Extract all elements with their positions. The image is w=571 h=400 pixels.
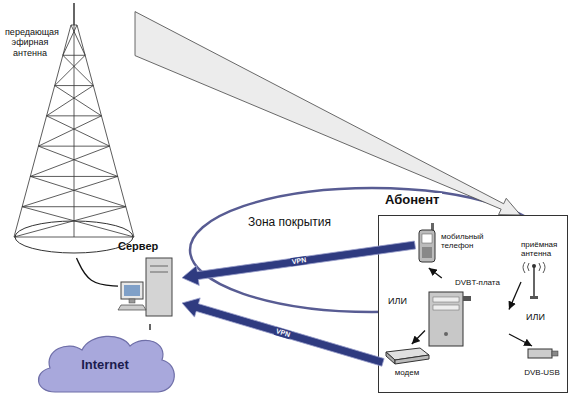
pc-drive	[433, 297, 459, 302]
server-slot	[150, 266, 168, 267]
tower-lattice	[14, 25, 71, 237]
pc-case	[429, 292, 463, 346]
internet-cloud: Internet	[30, 330, 180, 396]
server-case	[146, 258, 172, 316]
tower-lattice	[74, 207, 75, 237]
connector	[509, 334, 532, 346]
tower-lattice	[14, 207, 126, 237]
node-text: Сервер	[118, 240, 158, 253]
dvbt-card	[463, 296, 471, 301]
node-text: Internet	[30, 358, 180, 373]
tower-lattice	[74, 55, 75, 85]
node-text: DVB-USB	[517, 368, 567, 377]
connector	[429, 268, 442, 278]
node-text: передающая эфирная антенна	[5, 27, 55, 58]
phone-keys	[422, 247, 432, 258]
or-label: ИЛИ	[387, 296, 408, 306]
server-slot	[150, 272, 168, 273]
tower-lattice	[30, 176, 126, 206]
modem-front	[395, 355, 429, 364]
tower-lattice	[38, 116, 101, 146]
modem-side	[386, 352, 395, 364]
monitor	[121, 282, 143, 299]
tower-figure	[14, 3, 134, 253]
tower-lattice	[74, 116, 75, 146]
tower-lattice	[55, 55, 85, 85]
keyboard	[118, 305, 146, 310]
monitor-stand	[129, 299, 135, 303]
pc-button	[444, 332, 448, 336]
tower-lattice	[77, 25, 134, 237]
antenna-mast	[533, 266, 535, 297]
tower-lattice	[22, 207, 134, 237]
server-icon	[118, 258, 172, 316]
antenna-tip	[532, 264, 536, 268]
node-text: DVBT-плата	[455, 278, 500, 287]
antenna-icon	[523, 262, 545, 299]
node-text: приёмная антенна	[521, 240, 567, 258]
node-text: Абонент	[383, 193, 442, 208]
phone-icon	[419, 223, 435, 262]
edge-label: VPN	[274, 327, 292, 339]
tower-lattice	[74, 146, 75, 176]
connector	[509, 282, 521, 310]
tower-lattice	[74, 176, 75, 206]
tower-lattice	[22, 176, 118, 206]
antenna-waves	[523, 262, 545, 273]
tower-lattice	[74, 86, 75, 116]
phone-screen	[422, 234, 432, 243]
antenna-base	[530, 296, 538, 299]
phone-body	[419, 230, 435, 262]
vpn-arrow	[182, 298, 384, 366]
node-text: модем	[383, 368, 431, 377]
connector	[149, 324, 150, 330]
usb-stick	[528, 349, 552, 358]
tower-lattice	[74, 25, 75, 55]
tower-mast	[73, 3, 75, 25]
pc-icon	[429, 292, 471, 346]
broadcast-beam	[135, 12, 521, 215]
node-text: мобильный телефон	[441, 232, 505, 250]
connector	[412, 331, 425, 345]
monitor-screen	[124, 285, 140, 296]
usb-icon	[528, 349, 558, 358]
usb-plug	[552, 351, 558, 356]
tower-lattice	[47, 116, 110, 146]
modem-icon	[386, 348, 429, 364]
pc-drive	[433, 305, 459, 310]
tower-lattice	[30, 146, 109, 176]
or-label: ИЛИ	[525, 312, 546, 322]
tower-lattice	[63, 55, 93, 85]
connector	[77, 258, 119, 286]
vpn-arrow	[182, 241, 416, 285]
tower-lattice	[38, 146, 117, 176]
node-text: Зона покрытия	[248, 216, 331, 230]
